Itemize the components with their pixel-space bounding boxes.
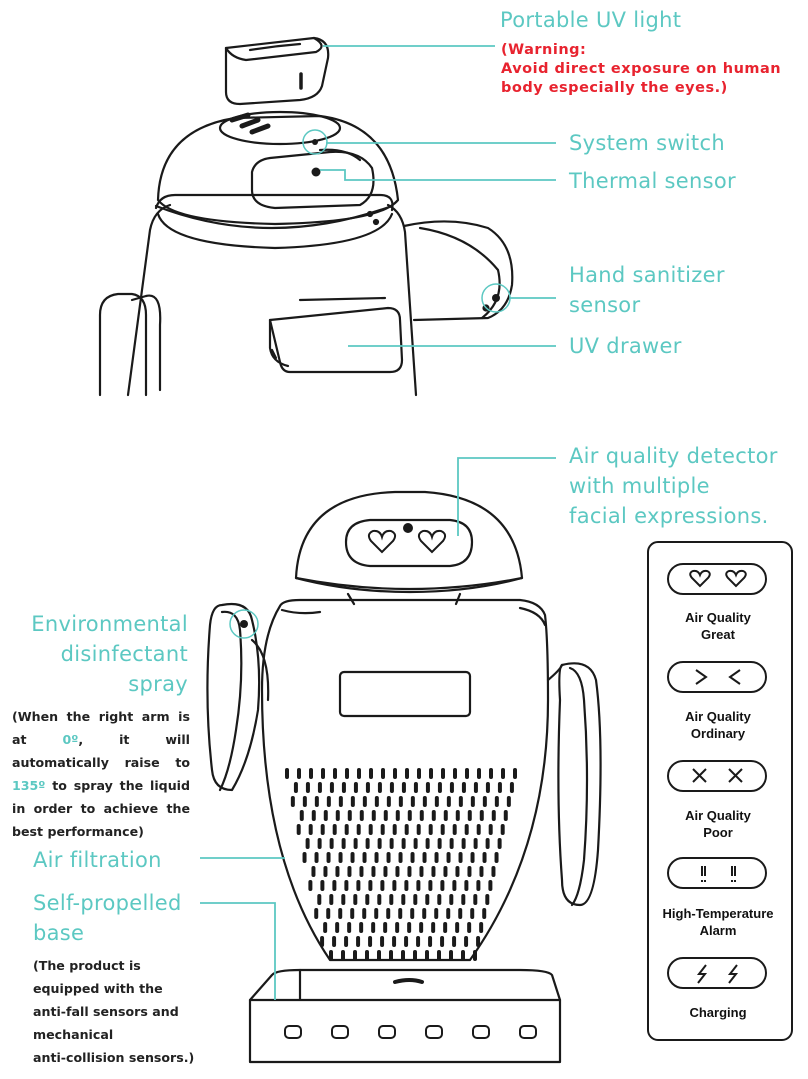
caption-ordinary-line-1: Air Quality: [685, 709, 751, 724]
spray-note-angle-end: 135º: [12, 778, 46, 793]
spray-line-2: disinfectant: [60, 642, 188, 666]
label-self-propelled-base: Self-propelled base: [33, 888, 182, 948]
spray-note-angle-start: 0º: [62, 732, 79, 747]
caption-ordinary-line-2: Ordinary: [690, 726, 746, 741]
front-head: [294, 490, 524, 594]
hearts-icon: [689, 569, 747, 588]
caption-poor-line-1: Air Quality: [685, 808, 751, 823]
base-indicator-lights: [284, 1025, 537, 1039]
side-view-robot: [98, 36, 514, 397]
leader-thermal-sensor: [320, 169, 556, 181]
label-environmental-spray: Environmental disinfectant spray: [31, 609, 188, 699]
self-propelled-base: [248, 968, 562, 1064]
legend-caption-great: Air Quality Great: [658, 609, 778, 643]
aq-detector-line-2: with multiple: [569, 474, 710, 498]
hand-sanitizer-line-1: Hand sanitizer: [569, 263, 725, 287]
crosses-icon: [692, 768, 743, 783]
legend-pill-great: [667, 563, 767, 595]
expression-legend-panel: [647, 541, 793, 1041]
base-light: [519, 1025, 537, 1039]
lightning-bolts-icon: [696, 964, 739, 984]
warning-line-1: (Warning:: [501, 42, 587, 58]
left-arm-front: [206, 602, 261, 792]
label-air-filtration: Air filtration: [33, 848, 162, 872]
base-note-line-4: mechanical: [33, 1027, 114, 1042]
left-arm-side: [98, 292, 162, 397]
legend-pill-poor: [667, 760, 767, 792]
caption-poor-line-2: Poor: [703, 825, 733, 840]
legend-pill-charging: [667, 957, 767, 989]
legend-caption-ordinary: Air Quality Ordinary: [658, 708, 778, 742]
caption-alarm-line-2: Alarm: [699, 923, 737, 938]
caption-charging-line-1: Charging: [689, 1005, 747, 1020]
base-note: (The product is equipped with the anti-f…: [33, 954, 194, 1069]
face-plate: [344, 518, 474, 568]
front-body: [260, 598, 550, 962]
chevrons-icon: [695, 669, 741, 685]
right-arm-front: [557, 662, 602, 907]
legend-caption-poor: Air Quality Poor: [658, 807, 778, 841]
base-note-line-2: equipped with the: [33, 981, 163, 996]
base-line-1: Self-propelled: [33, 891, 182, 915]
label-thermal-sensor: Thermal sensor: [569, 169, 736, 193]
leader-air-quality: [457, 457, 556, 536]
label-hand-sanitizer-sensor: Hand sanitizer sensor: [569, 260, 725, 320]
spray-note-part-3: to spray the liquid in order to achieve …: [12, 778, 190, 839]
legend-caption-charging: Charging: [658, 1004, 778, 1021]
warning-text: (Warning: Avoid direct exposure on human…: [501, 41, 781, 98]
spray-line-1: Environmental: [31, 612, 188, 636]
label-system-switch: System switch: [569, 131, 725, 155]
caption-great-line-2: Great: [701, 627, 735, 642]
base-note-line-1: (The product is: [33, 958, 141, 973]
thermal-window: [250, 150, 375, 210]
front-face-hearts-icon: [367, 523, 447, 554]
label-portable-uv-light: Portable UV light: [500, 8, 682, 32]
uv-drawer: [268, 306, 404, 374]
exclaim-marks-icon: [701, 866, 736, 882]
collar-ring: [154, 204, 394, 250]
head-dome: [156, 114, 400, 226]
base-light: [472, 1025, 490, 1039]
side-body: [126, 203, 418, 397]
label-uv-drawer: UV drawer: [569, 334, 682, 358]
legend-pill-alarm: [667, 857, 767, 889]
air-filtration-grille: [285, 768, 517, 961]
legend-pill-ordinary: [667, 661, 767, 693]
caption-great-line-1: Air Quality: [685, 610, 751, 625]
sensor-markers: [229, 129, 511, 639]
spray-line-3: spray: [128, 672, 188, 696]
legend-caption-alarm: High-Temperature Alarm: [658, 905, 778, 939]
base-light: [378, 1025, 396, 1039]
right-arm-side: [402, 220, 514, 322]
front-view-robot: [206, 490, 602, 1064]
top-opening: [218, 110, 342, 146]
leader-base: [200, 902, 276, 1000]
aq-detector-line-3: facial expressions.: [569, 504, 769, 528]
base-light: [284, 1025, 302, 1039]
warning-line-2: Avoid direct exposure on human: [501, 61, 782, 77]
base-light: [331, 1025, 349, 1039]
base-note-line-5: anti-collision sensors.): [33, 1050, 195, 1065]
warning-line-3: body especially the eyes.): [501, 80, 728, 96]
base-light: [425, 1025, 443, 1039]
spray-note-part-2: , it will automatically raise to: [12, 732, 190, 770]
portable-uv-light: [224, 36, 330, 106]
base-note-line-3: anti-fall sensors and: [33, 1004, 179, 1019]
spray-note-part-1: (When the right arm is at: [12, 709, 190, 747]
leader-lines: [200, 45, 556, 1000]
base-line-2: base: [33, 921, 85, 945]
aq-detector-line-1: Air quality detector: [569, 444, 778, 468]
spray-note: (When the right arm is at 0º, it will au…: [12, 705, 190, 843]
caption-alarm-line-1: High-Temperature: [662, 906, 774, 921]
label-air-quality-detector: Air quality detector with multiple facia…: [569, 441, 778, 531]
hand-sanitizer-line-2: sensor: [569, 293, 641, 317]
front-display: [338, 670, 472, 718]
